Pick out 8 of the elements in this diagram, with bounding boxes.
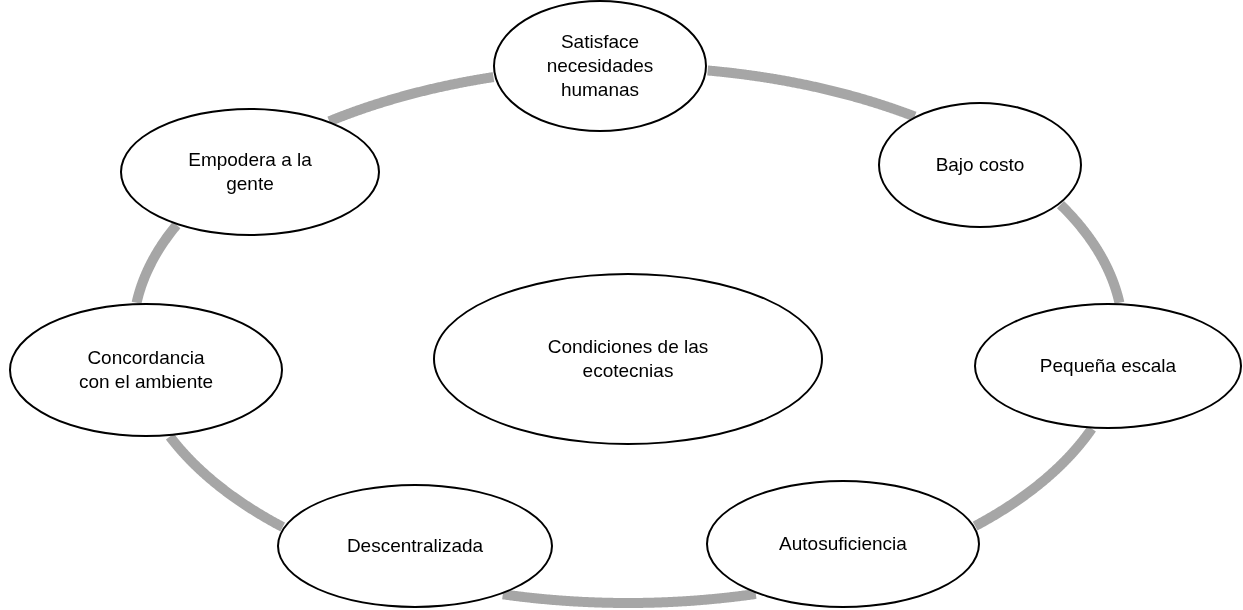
node-label: Descentralizada (346, 534, 484, 558)
node-label: Empodera a la gente (187, 148, 313, 196)
node-label: Condiciones de las ecotecnias (546, 335, 710, 383)
node-label: Bajo costo (935, 153, 1025, 177)
node-label: Pequeña escala (1039, 354, 1177, 378)
node-label: Concordancia con el ambiente (77, 346, 215, 394)
node-label: Satisface necesidades humanas (545, 30, 655, 102)
node-label: Autosuficiencia (779, 532, 907, 556)
